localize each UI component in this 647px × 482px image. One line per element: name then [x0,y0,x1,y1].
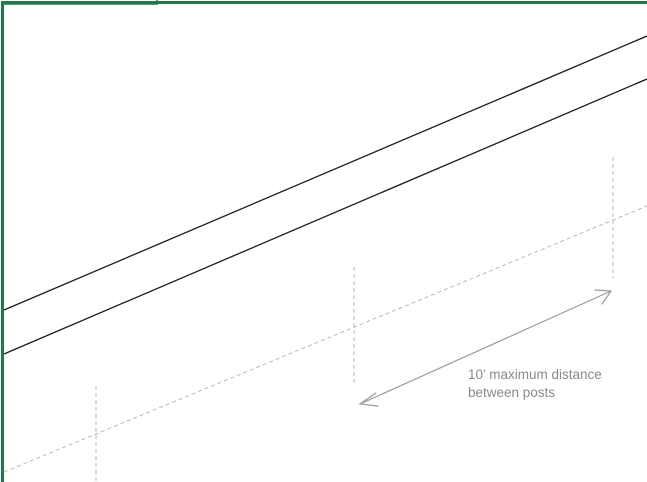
frame-tab [2,0,158,5]
top-rail [3,35,647,311]
dimension-arrowhead-right [594,289,613,305]
dimension-label: 10’ maximum distance between posts [468,366,646,402]
dimension-arrow-line [359,290,612,405]
bottom-rail [3,78,647,355]
dimension-label-line1: 10’ maximum distance [468,367,602,382]
dimension-arrowhead-left [358,392,379,407]
dashed-base-line [3,205,647,473]
dimension-arrow [358,289,613,407]
dimension-label-line2: between posts [468,385,556,400]
